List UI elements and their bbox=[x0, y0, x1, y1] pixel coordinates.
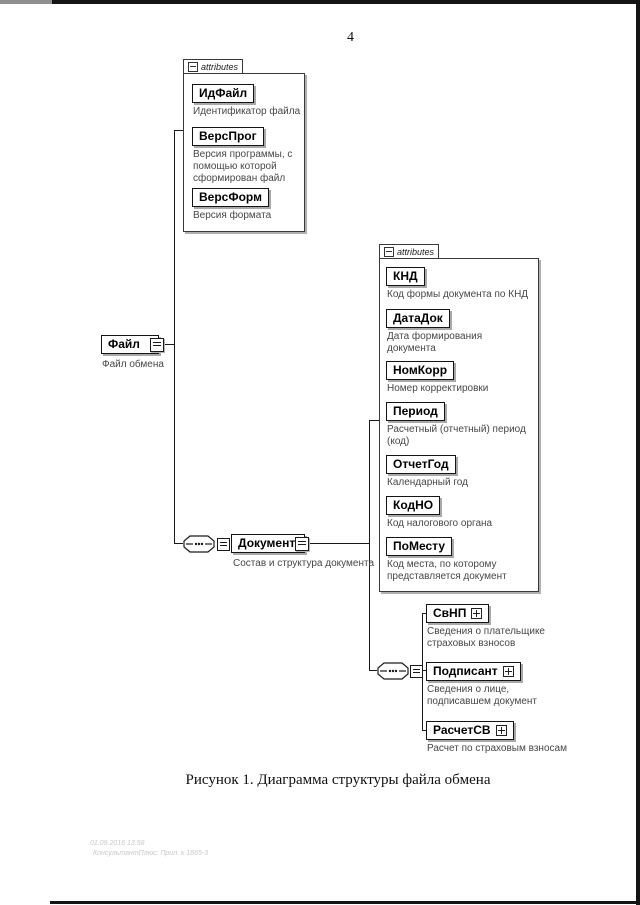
element-podpisant-label: Подписант bbox=[433, 664, 498, 678]
collapse-icon bbox=[188, 61, 198, 72]
attr-otchetgod-annotation: Календарный год bbox=[387, 477, 468, 488]
page-number: 4 bbox=[347, 30, 354, 45]
scan-border-bottom bbox=[50, 901, 640, 904]
expand-icon bbox=[495, 724, 507, 736]
element-podpisant-annotation: Сведения о лице, подписавшем документ bbox=[427, 684, 538, 707]
document-attributes-tab: attributes bbox=[379, 244, 440, 259]
sequence-icon bbox=[377, 662, 409, 680]
element-svnp-annotation: Сведения о плательщике страховых взносов bbox=[427, 626, 545, 649]
attr-kodno-annotation: Код налогового органа bbox=[387, 518, 493, 529]
footer-note-1: 01.09.2016 13:58 bbox=[90, 840, 145, 847]
expand-icon bbox=[471, 607, 483, 619]
attr-pomestu-annotation: Код места, по которому представляется до… bbox=[387, 559, 507, 582]
element-dokument: Документ bbox=[231, 534, 305, 553]
connector-line bbox=[163, 344, 174, 345]
attr-versprog: ВерсПрог bbox=[192, 127, 264, 146]
connector-line bbox=[369, 420, 370, 671]
connector-line bbox=[369, 420, 379, 421]
element-svnp: СвНП bbox=[426, 604, 490, 623]
connector-line bbox=[422, 670, 426, 671]
scan-border-top-gray bbox=[0, 0, 52, 4]
element-dokument-annotation: Состав и структура документа bbox=[233, 558, 375, 569]
attr-datadok: ДатаДок bbox=[386, 309, 450, 328]
attributes-tab-label: attributes bbox=[397, 246, 435, 257]
attributes-tab-label: attributes bbox=[201, 61, 239, 72]
connector-line bbox=[422, 730, 426, 731]
attr-period-annotation: Расчетный (отчетный) период (код) bbox=[387, 424, 526, 447]
sequence-handle-icon bbox=[217, 538, 230, 551]
expand-icon bbox=[502, 665, 514, 677]
collapse-icon bbox=[384, 246, 394, 257]
attr-knd-annotation: Код формы документа по КНД bbox=[387, 289, 529, 300]
footer-note-2: КонсультантПлюс: Прил. к 1865-3 bbox=[93, 850, 209, 857]
connector-line bbox=[174, 543, 183, 544]
attr-versprog-annotation: Версия программы, с помощью которой сфор… bbox=[193, 149, 293, 184]
element-fayl-annotation: Файл обмена bbox=[102, 359, 164, 370]
scan-border-top bbox=[0, 0, 640, 4]
connector-line bbox=[174, 130, 183, 131]
sequence-handle-icon bbox=[410, 665, 423, 678]
sequence-icon bbox=[183, 535, 215, 553]
element-svnp-label: СвНП bbox=[433, 606, 467, 620]
attr-kodno: КодНО bbox=[386, 496, 441, 515]
figure-caption: Рисунок 1. Диаграмма структуры файла обм… bbox=[185, 772, 491, 788]
connector-line bbox=[369, 670, 377, 671]
attr-pomestu: ПоМесту bbox=[386, 537, 452, 556]
attr-datadok-annotation: Дата формирования документа bbox=[387, 331, 483, 354]
element-raschetsv-label: РасчетСВ bbox=[433, 723, 491, 737]
connector-line bbox=[308, 543, 369, 544]
scan-border-right bbox=[636, 0, 640, 905]
attr-versform: ВерсФорм bbox=[192, 188, 269, 207]
attr-nomkorr-annotation: Номер корректировки bbox=[387, 383, 489, 394]
element-raschetsv: РасчетСВ bbox=[426, 721, 514, 740]
attr-nomkorr: НомКорр bbox=[386, 361, 455, 380]
attr-otchetgod: ОтчетГод bbox=[386, 455, 456, 474]
connector-line bbox=[422, 613, 426, 614]
attr-versform-annotation: Версия формата bbox=[193, 210, 272, 221]
attr-idfayl-annotation: Идентификатор файла bbox=[193, 106, 301, 117]
attr-period: Период bbox=[386, 402, 445, 421]
connector-line bbox=[174, 130, 175, 544]
attr-idfayl: ИдФайл bbox=[192, 84, 255, 103]
element-fayl: Файл bbox=[101, 335, 159, 354]
element-podpisant: Подписант bbox=[426, 662, 521, 681]
content-handle-icon bbox=[295, 537, 309, 551]
content-handle-icon bbox=[150, 338, 164, 352]
element-raschetsv-annotation: Расчет по страховым взносам bbox=[427, 743, 567, 754]
file-attributes-tab: attributes bbox=[183, 59, 244, 74]
attr-knd: КНД bbox=[386, 267, 425, 286]
